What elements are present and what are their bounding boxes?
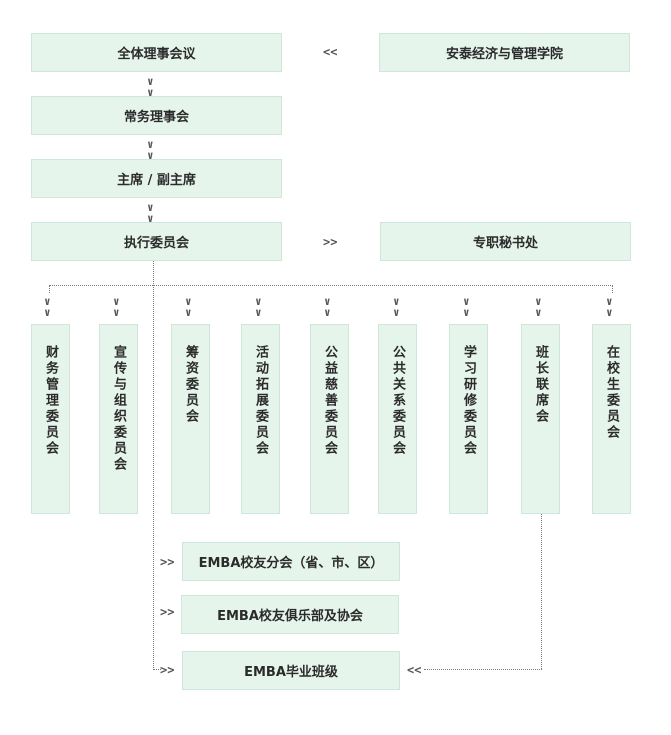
committee-label: 学习研修委员会 xyxy=(461,345,476,457)
arrow-down-icon: ∨∨ xyxy=(393,295,400,319)
connector-vertical xyxy=(541,514,542,669)
arrow-down-icon: ∨∨ xyxy=(147,201,154,225)
committee-activities: 活动拓展委员会 xyxy=(241,324,280,514)
arrow-down-icon: ∨∨ xyxy=(606,295,613,319)
arrow-down-icon: ∨∨ xyxy=(255,295,262,319)
committee-charity: 公益慈善委员会 xyxy=(310,324,349,514)
node-secretariat: 专职秘书处 xyxy=(380,222,631,261)
connector-vertical xyxy=(49,285,50,293)
node-chair: 主席 / 副主席 xyxy=(31,159,282,198)
arrow-left-icon: << xyxy=(407,663,422,677)
connector-horizontal xyxy=(49,285,613,286)
arrow-down-icon: ∨∨ xyxy=(113,295,120,319)
arrow-down-icon: ∨∨ xyxy=(44,295,51,319)
branch-alumni-chapter: EMBA校友分会（省、市、区） xyxy=(182,542,400,581)
arrow-left-icon: << xyxy=(323,45,338,59)
arrow-right-icon: >> xyxy=(160,555,175,569)
committee-label: 在校生委员会 xyxy=(604,345,619,441)
connector-horizontal xyxy=(424,669,542,670)
committee-public-relations: 公共关系委员会 xyxy=(378,324,417,514)
arrow-right-icon: >> xyxy=(160,605,175,619)
connector-vertical xyxy=(612,285,613,293)
committee-label: 宣传与组织委员会 xyxy=(111,345,126,473)
arrow-right-icon: >> xyxy=(160,663,175,677)
committee-label: 班长联席会 xyxy=(533,345,548,425)
committee-label: 活动拓展委员会 xyxy=(253,345,268,457)
committee-finance: 财务管理委员会 xyxy=(31,324,70,514)
committee-label: 公共关系委员会 xyxy=(390,345,405,457)
connector-vertical xyxy=(153,261,154,670)
arrow-down-icon: ∨∨ xyxy=(185,295,192,319)
branch-graduating-class: EMBA毕业班级 xyxy=(182,651,400,690)
arrow-down-icon: ∨∨ xyxy=(535,295,542,319)
node-school: 安泰经济与管理学院 xyxy=(379,33,630,72)
node-executive: 执行委员会 xyxy=(31,222,282,261)
connector-horizontal xyxy=(153,669,161,670)
committee-publicity: 宣传与组织委员会 xyxy=(99,324,138,514)
committee-learning: 学习研修委员会 xyxy=(449,324,488,514)
node-general-assembly: 全体理事会议 xyxy=(31,33,282,72)
committee-students: 在校生委员会 xyxy=(592,324,631,514)
arrow-right-icon: >> xyxy=(323,235,338,249)
committee-label: 财务管理委员会 xyxy=(43,345,58,457)
arrow-down-icon: ∨∨ xyxy=(147,138,154,162)
committee-class-leaders: 班长联席会 xyxy=(521,324,560,514)
arrow-down-icon: ∨∨ xyxy=(324,295,331,319)
branch-alumni-club: EMBA校友俱乐部及协会 xyxy=(181,595,399,634)
committee-label: 公益慈善委员会 xyxy=(322,345,337,457)
node-standing-council: 常务理事会 xyxy=(31,96,282,135)
committee-label: 筹资委员会 xyxy=(183,345,198,425)
arrow-down-icon: ∨∨ xyxy=(147,75,154,99)
arrow-down-icon: ∨∨ xyxy=(463,295,470,319)
committee-fundraising: 筹资委员会 xyxy=(171,324,210,514)
